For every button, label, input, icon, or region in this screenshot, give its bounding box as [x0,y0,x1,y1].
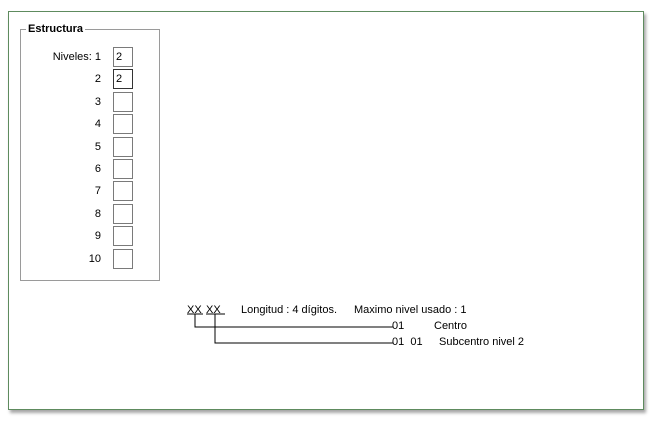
level-number: 6 [94,163,101,175]
level-input-6[interactable] [113,159,133,179]
level-label-5: 5 [21,140,101,154]
level-label-3: 3 [21,95,101,109]
level-number: 3 [94,96,101,108]
level-input-2[interactable] [113,69,133,89]
level-label-4: 4 [21,117,101,131]
level-input-1[interactable] [113,47,133,67]
level-number: 7 [94,185,101,197]
level-label-7: 7 [21,184,101,198]
level-number: 1 [94,51,101,63]
level-label-10: 10 [21,252,101,266]
level-label-6: 6 [21,162,101,176]
tree-code-2: 01 01 [392,336,423,348]
level-number: 5 [94,141,101,153]
level-input-5[interactable] [113,137,133,157]
level-input-4[interactable] [113,114,133,134]
level-number: 2 [94,73,101,85]
mask-segment-1: XX [187,304,202,316]
level-label-1: Niveles: 1 [21,50,101,64]
estructura-group: Estructura Niveles: 1 2 3 4 5 6 7 8 9 10 [20,22,160,281]
level-label-8: 8 [21,207,101,221]
tree-name-1: Centro [434,320,468,332]
niveles-prefix: Niveles: [52,51,92,63]
main-panel: Estructura Niveles: 1 2 3 4 5 6 7 8 9 10 XX XX Lo… [8,11,644,410]
level-input-9[interactable] [113,226,133,246]
level-number: 10 [88,253,101,265]
level-number: 8 [94,208,101,220]
estructura-title: Estructura [26,22,86,36]
mask-segment-2: XX [206,304,221,316]
connector-level-2 [214,314,393,344]
level-number: 4 [94,118,101,130]
level-input-7[interactable] [113,181,133,201]
length-text: Longitud : 4 dígitos. [241,304,338,316]
tree-name-2: Subcentro nivel 2 [439,336,524,348]
mask-diagram [187,313,393,344]
level-input-8[interactable] [113,204,133,224]
max-level-text: Maximo nivel usado : 1 [354,304,467,316]
level-input-10[interactable] [113,249,133,269]
level-input-3[interactable] [113,92,133,112]
level-number: 9 [94,230,101,242]
level-label-2: 2 [21,72,101,86]
level-label-9: 9 [21,229,101,243]
tree-code-1: 01 [392,320,405,332]
connector-level-1 [194,314,393,328]
